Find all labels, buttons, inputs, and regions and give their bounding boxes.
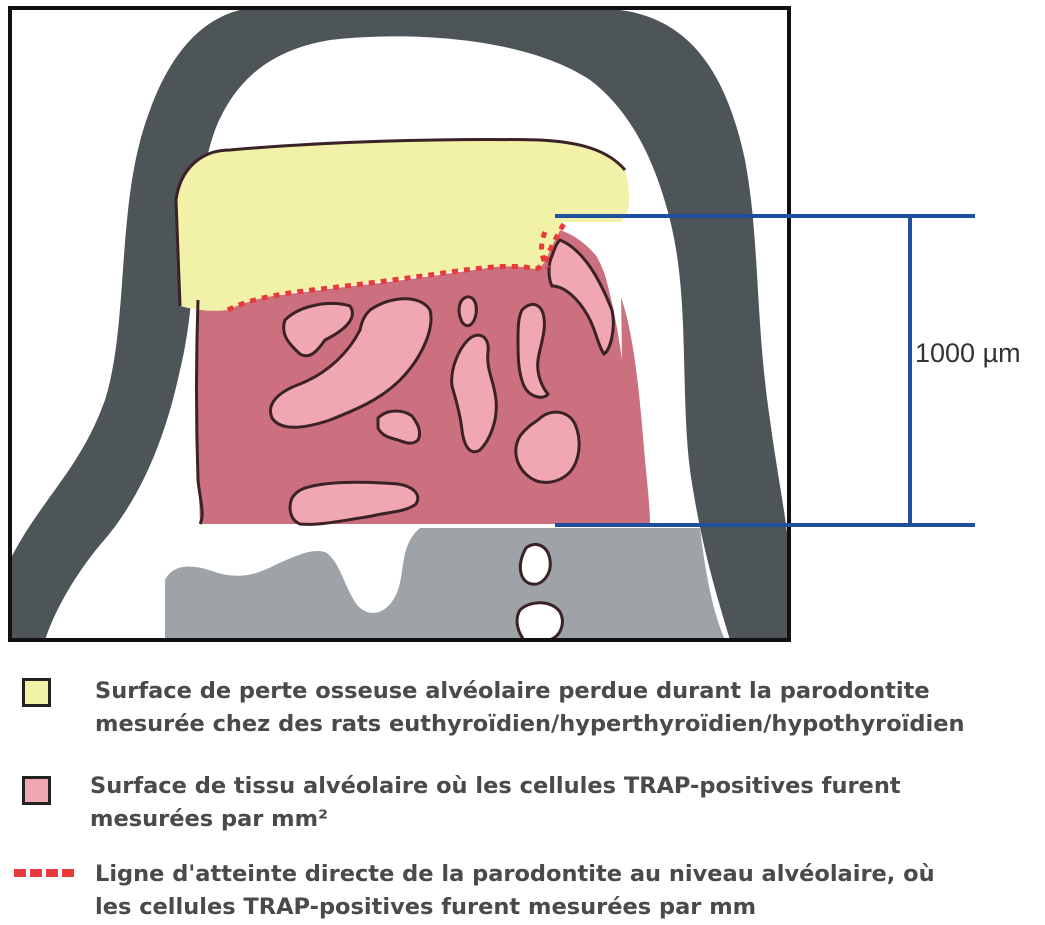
legend-item-tissue: Surface de tissu alvéolaire où les cellu… xyxy=(90,770,901,836)
legend-text-line: mesurée chez des rats euthyroïdien/hyper… xyxy=(95,708,964,741)
legend-text-line: Surface de perte osseuse alvéolaire perd… xyxy=(95,675,964,708)
legend-text-line: Surface de tissu alvéolaire où les cellu… xyxy=(90,770,901,803)
legend-text-line: les cellules TRAP-positives furent mesur… xyxy=(95,891,935,924)
bone-pocket xyxy=(517,603,562,640)
legend-text-line: Ligne d'atteinte directe de la parodonti… xyxy=(95,858,935,891)
legend-swatch-red-dashes xyxy=(14,869,74,877)
legend-item-bone-loss: Surface de perte osseuse alvéolaire perd… xyxy=(95,675,964,741)
periodontal-diagram: 1000 µm xyxy=(0,0,1045,650)
dash xyxy=(62,869,74,877)
dash xyxy=(14,869,26,877)
legend-swatch-pink xyxy=(22,776,51,805)
dash xyxy=(46,869,58,877)
bone-pocket xyxy=(520,544,550,584)
legend-item-line: Ligne d'atteinte directe de la parodonti… xyxy=(95,858,935,924)
bone-island xyxy=(459,297,476,326)
legend-text-line: mesurées par mm² xyxy=(90,803,901,836)
scale-bar-label: 1000 µm xyxy=(915,338,1021,368)
dash xyxy=(30,869,42,877)
legend-swatch-yellow xyxy=(22,678,51,707)
